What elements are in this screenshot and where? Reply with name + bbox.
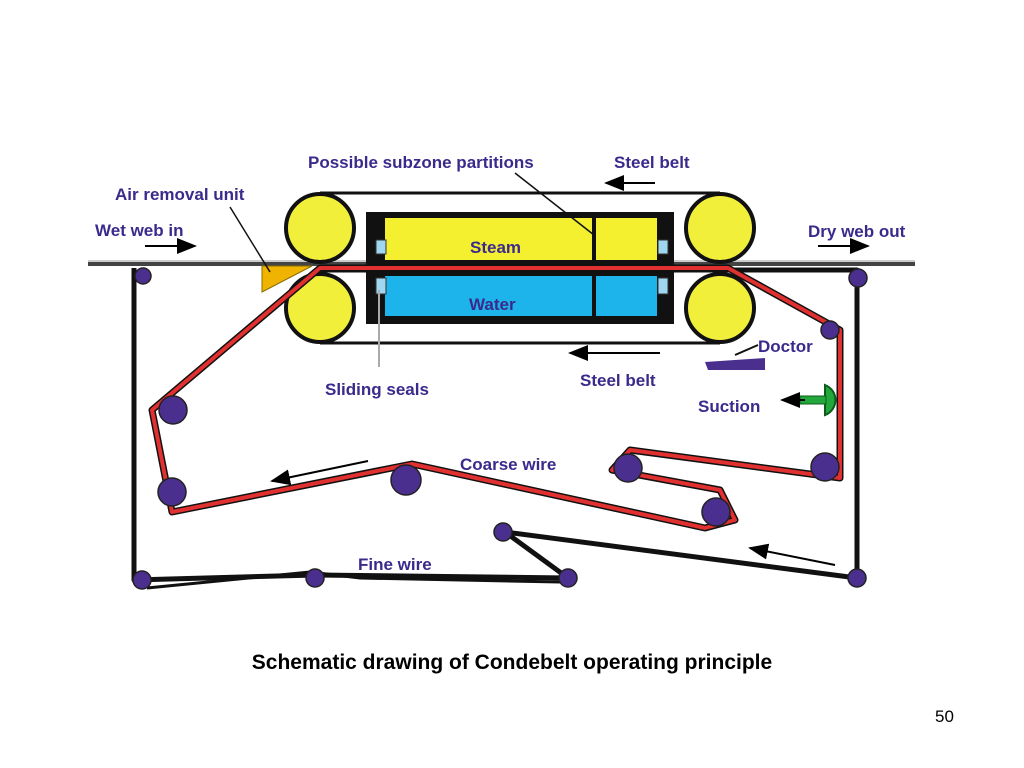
sliding-seal (657, 277, 669, 295)
steel-belt-roller (684, 192, 756, 264)
guide-roller (493, 522, 513, 542)
sliding-seal (657, 239, 669, 255)
water-zone (385, 276, 657, 316)
direction-arrow (748, 543, 836, 566)
steam-zone (385, 218, 657, 260)
label-doctor: Doctor (758, 337, 813, 356)
label-fine-wire: Fine wire (358, 555, 432, 574)
guide-roller (132, 570, 152, 590)
label-steel-belt-top: Steel belt (614, 153, 690, 172)
steel-belt-loop (320, 191, 720, 345)
label-partitions: Possible subzone partitions (308, 153, 534, 172)
sliding-seal (375, 239, 387, 255)
guide-roller (157, 477, 187, 507)
steel-belt-roller (684, 272, 756, 344)
fine-wire-loop (131, 267, 860, 583)
guide-roller (390, 464, 422, 496)
guide-roller (701, 497, 731, 527)
label-wet-web-in: Wet web in (95, 221, 183, 240)
guide-roller (158, 395, 188, 425)
figure-caption: Schematic drawing of Condebelt operating… (251, 651, 773, 674)
guide-roller (134, 267, 152, 285)
air-removal-unit (261, 265, 313, 293)
page-number: 50 (935, 707, 954, 726)
label-steel-belt-bottom: Steel belt (580, 371, 656, 390)
fine-wire-dip (146, 570, 561, 590)
condebelt-diagram: Possible subzone partitions Steel belt A… (88, 153, 915, 590)
guide-roller (847, 568, 867, 588)
steel-belt-roller (284, 192, 356, 264)
label-suction: Suction (698, 397, 760, 416)
label-water: Water (469, 295, 516, 314)
guide-roller (613, 453, 643, 483)
guide-roller (848, 268, 868, 288)
guide-roller (810, 452, 840, 482)
label-air-removal: Air removal unit (115, 185, 245, 204)
suction-unit (824, 383, 837, 417)
sliding-seal (375, 277, 387, 295)
label-dry-web-out: Dry web out (808, 222, 906, 241)
steel-belt-roller (284, 272, 356, 344)
guide-roller (820, 320, 840, 340)
label-sliding-seals: Sliding seals (325, 380, 429, 399)
direction-arrow (270, 460, 369, 486)
label-coarse-wire: Coarse wire (460, 455, 556, 474)
doctor-blade (705, 358, 765, 370)
guide-roller (305, 568, 325, 588)
guide-roller (558, 568, 578, 588)
label-steam: Steam (470, 238, 521, 257)
